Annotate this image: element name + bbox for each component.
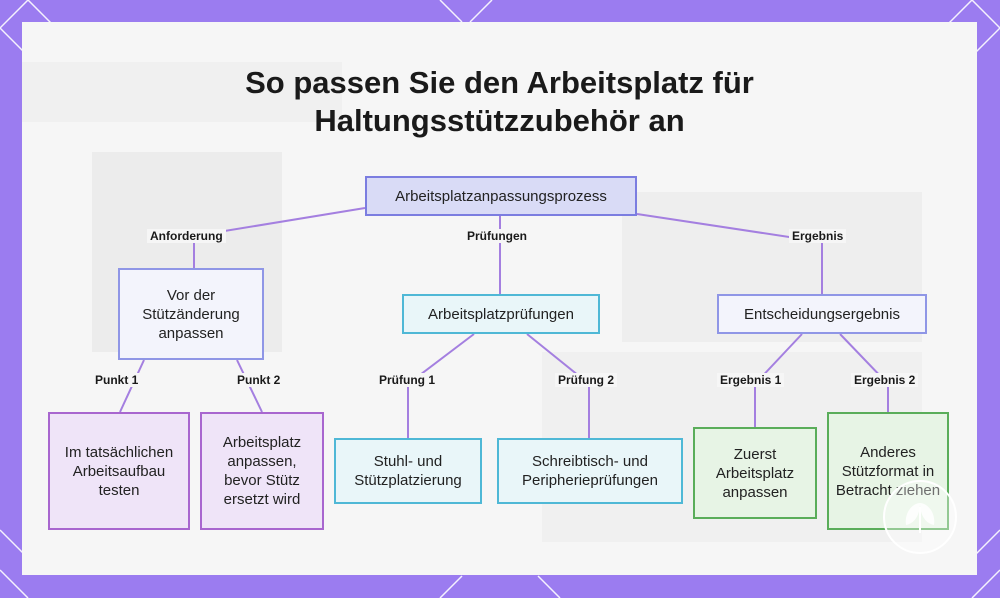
edge-label-ergebnis1: Ergebnis 1 [717,373,785,387]
node-result1: Zuerst Arbeitsplatz anpassen [693,427,817,519]
title-line-1: So passen Sie den Arbeitsplatz für [245,65,754,100]
edge-label-punkt2: Punkt 2 [234,373,284,387]
diagram-card: So passen Sie den Arbeitsplatz für Haltu… [22,22,977,575]
node-checks: Arbeitsplatzprüfungen [402,294,600,334]
title-line-2: Haltungsstützzubehör an [314,103,685,138]
node-req-point1: Im tatsächlichen Arbeitsaufbau testen [48,412,190,530]
leaf-logo-icon [883,480,957,554]
edge-label-ergebnis2: Ergebnis 2 [851,373,919,387]
node-requirement: Vor der Stützänderung anpassen [118,268,264,360]
edge-label-pruefungen: Prüfungen [464,229,530,243]
edge-label-pruefung1: Prüfung 1 [376,373,438,387]
node-check2: Schreibtisch- und Peripherieprüfungen [497,438,683,504]
edge-label-pruefung2: Prüfung 2 [555,373,617,387]
edge-label-anforderung: Anforderung [147,229,226,243]
page-title: So passen Sie den Arbeitsplatz für Haltu… [22,64,977,140]
edge-label-punkt1: Punkt 1 [92,373,142,387]
node-root-process: Arbeitsplatzanpassungsprozess [365,176,637,216]
node-decision: Entscheidungsergebnis [717,294,927,334]
edge-label-ergebnis: Ergebnis [789,229,847,243]
node-result2: Anderes Stützformat in Betracht ziehen [827,412,949,530]
node-req-point2: Arbeitsplatz anpassen, bevor Stütz erset… [200,412,324,530]
node-check1: Stuhl- und Stützplatzierung [334,438,482,504]
